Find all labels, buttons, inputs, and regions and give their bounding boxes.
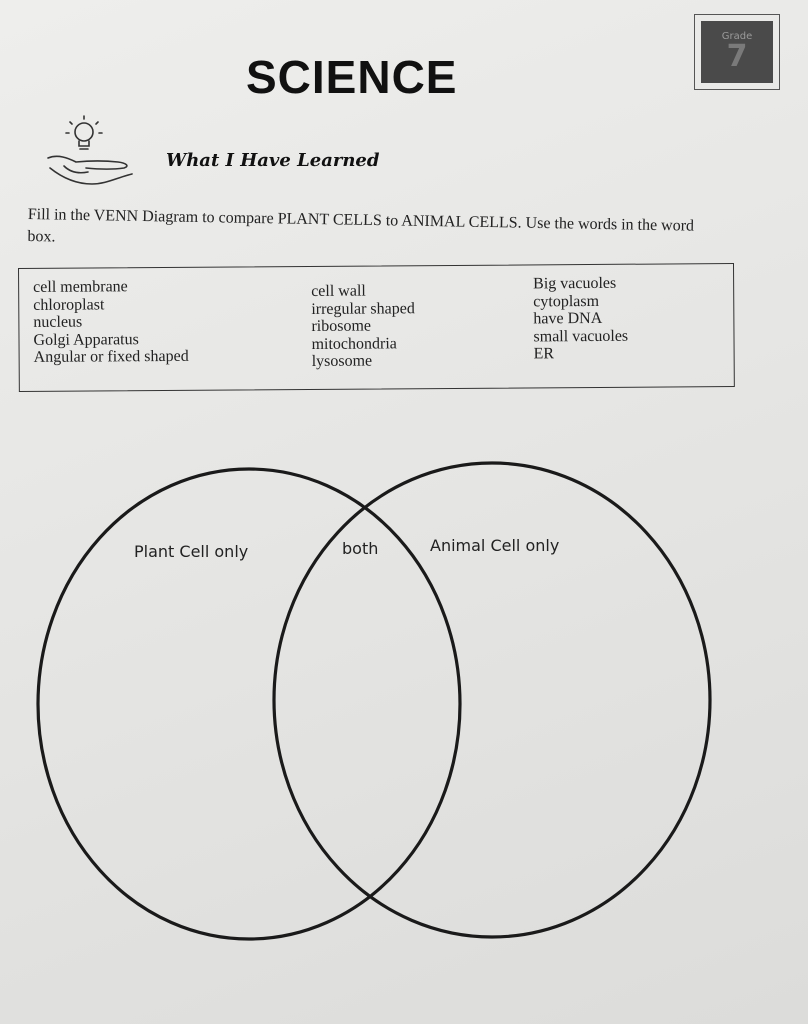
page-title: SCIENCE [246,51,458,103]
word-column-3: Big vacuoles cytoplasm have DNA small va… [533,275,628,363]
instructions-text: Fill in the VENN Diagram to compare PLAN… [27,205,695,246]
word-item: cell wall [311,282,366,300]
venn-diagram [36,461,712,941]
both-label: both [342,539,379,558]
word-item: Big vacuoles [533,274,617,293]
word-column-1: cell membrane chloroplast nucleus Golgi … [33,278,189,367]
word-item: Golgi Apparatus [33,330,139,349]
plant-cell-circle[interactable] [36,467,462,941]
word-item: cytoplasm [533,292,600,310]
word-item: cell membrane [33,278,128,296]
word-item: mitochondria [311,334,397,353]
word-item: lysosome [311,352,373,370]
grade-label: Grade [721,31,753,42]
animal-cell-circle[interactable] [272,461,712,939]
plant-cell-only-label: Plant Cell only [134,542,249,561]
word-item: ribosome [311,317,372,335]
word-column-2: cell wall irregular shaped ribosome mito… [311,282,415,370]
word-item: ER [533,345,555,363]
word-box: cell membrane chloroplast nucleus Golgi … [18,263,735,392]
word-item: chloroplast [33,295,105,314]
animal-cell-only-label: Animal Cell only [430,536,560,555]
word-item: have DNA [533,309,603,328]
word-item: small vacuoles [533,327,629,345]
lightbulb-hand-icon [47,115,133,185]
section-title: What I Have Learned [166,150,380,171]
word-item: Angular or fixed shaped [33,347,189,366]
word-item: nucleus [33,313,83,331]
grade-badge: Grade 7 [694,14,780,90]
grade-badge-fill: Grade 7 [701,21,773,83]
word-item: irregular shaped [311,299,415,318]
grade-number: 7 [726,39,748,74]
